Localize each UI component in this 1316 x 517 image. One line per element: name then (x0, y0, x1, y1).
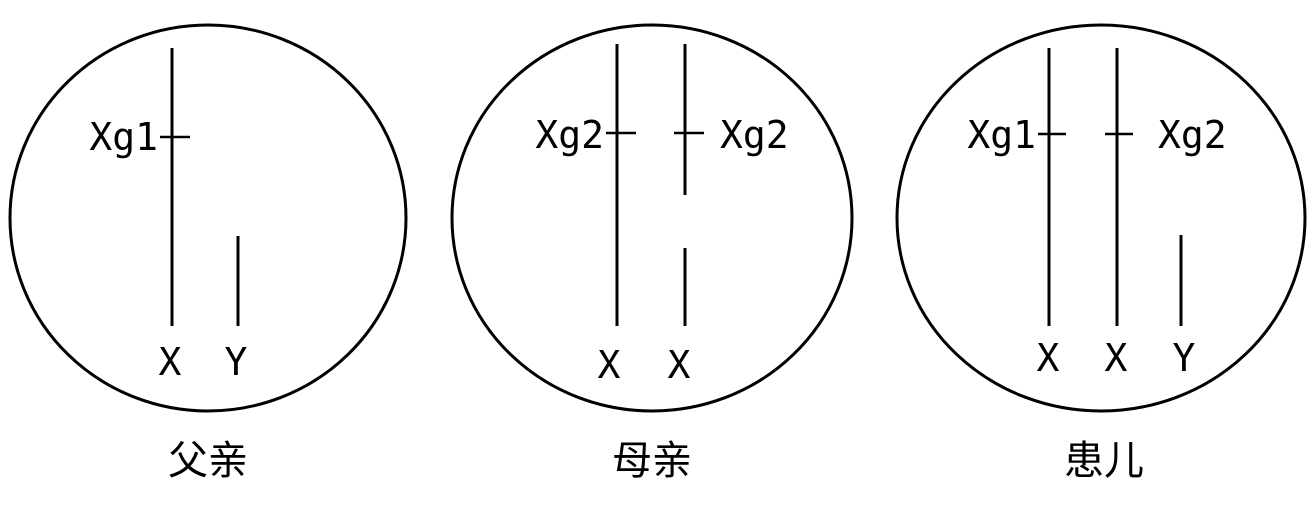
child-left-x-label: X (1037, 336, 1060, 380)
child-right-gene-label: Xg2 (1158, 113, 1227, 157)
father-cell-circle (8, 23, 408, 413)
mother-cell-circle (450, 23, 854, 413)
child-caption: 患儿 (1064, 438, 1144, 484)
father-gene-label: Xg1 (89, 115, 158, 159)
child-panel: Xg1 Xg2 X X Y 患儿 (895, 23, 1307, 484)
father-caption: 父亲 (168, 438, 248, 484)
child-cell-circle (895, 23, 1307, 413)
father-y-label: Y (225, 340, 248, 384)
mother-right-gene-label: Xg2 (720, 113, 789, 157)
father-panel: Xg1 X Y 父亲 (8, 23, 408, 484)
mother-panel: Xg2 Xg2 X X 母亲 (450, 23, 854, 484)
child-left-gene-label: Xg1 (967, 113, 1036, 157)
child-right-x-label: X (1105, 336, 1128, 380)
mother-left-gene-label: Xg2 (535, 113, 604, 157)
mother-left-x-label: X (598, 343, 621, 387)
mother-caption: 母亲 (612, 438, 692, 484)
child-y-label: Y (1173, 336, 1196, 380)
mother-right-x-label: X (668, 343, 691, 387)
father-x-label: X (159, 340, 182, 384)
